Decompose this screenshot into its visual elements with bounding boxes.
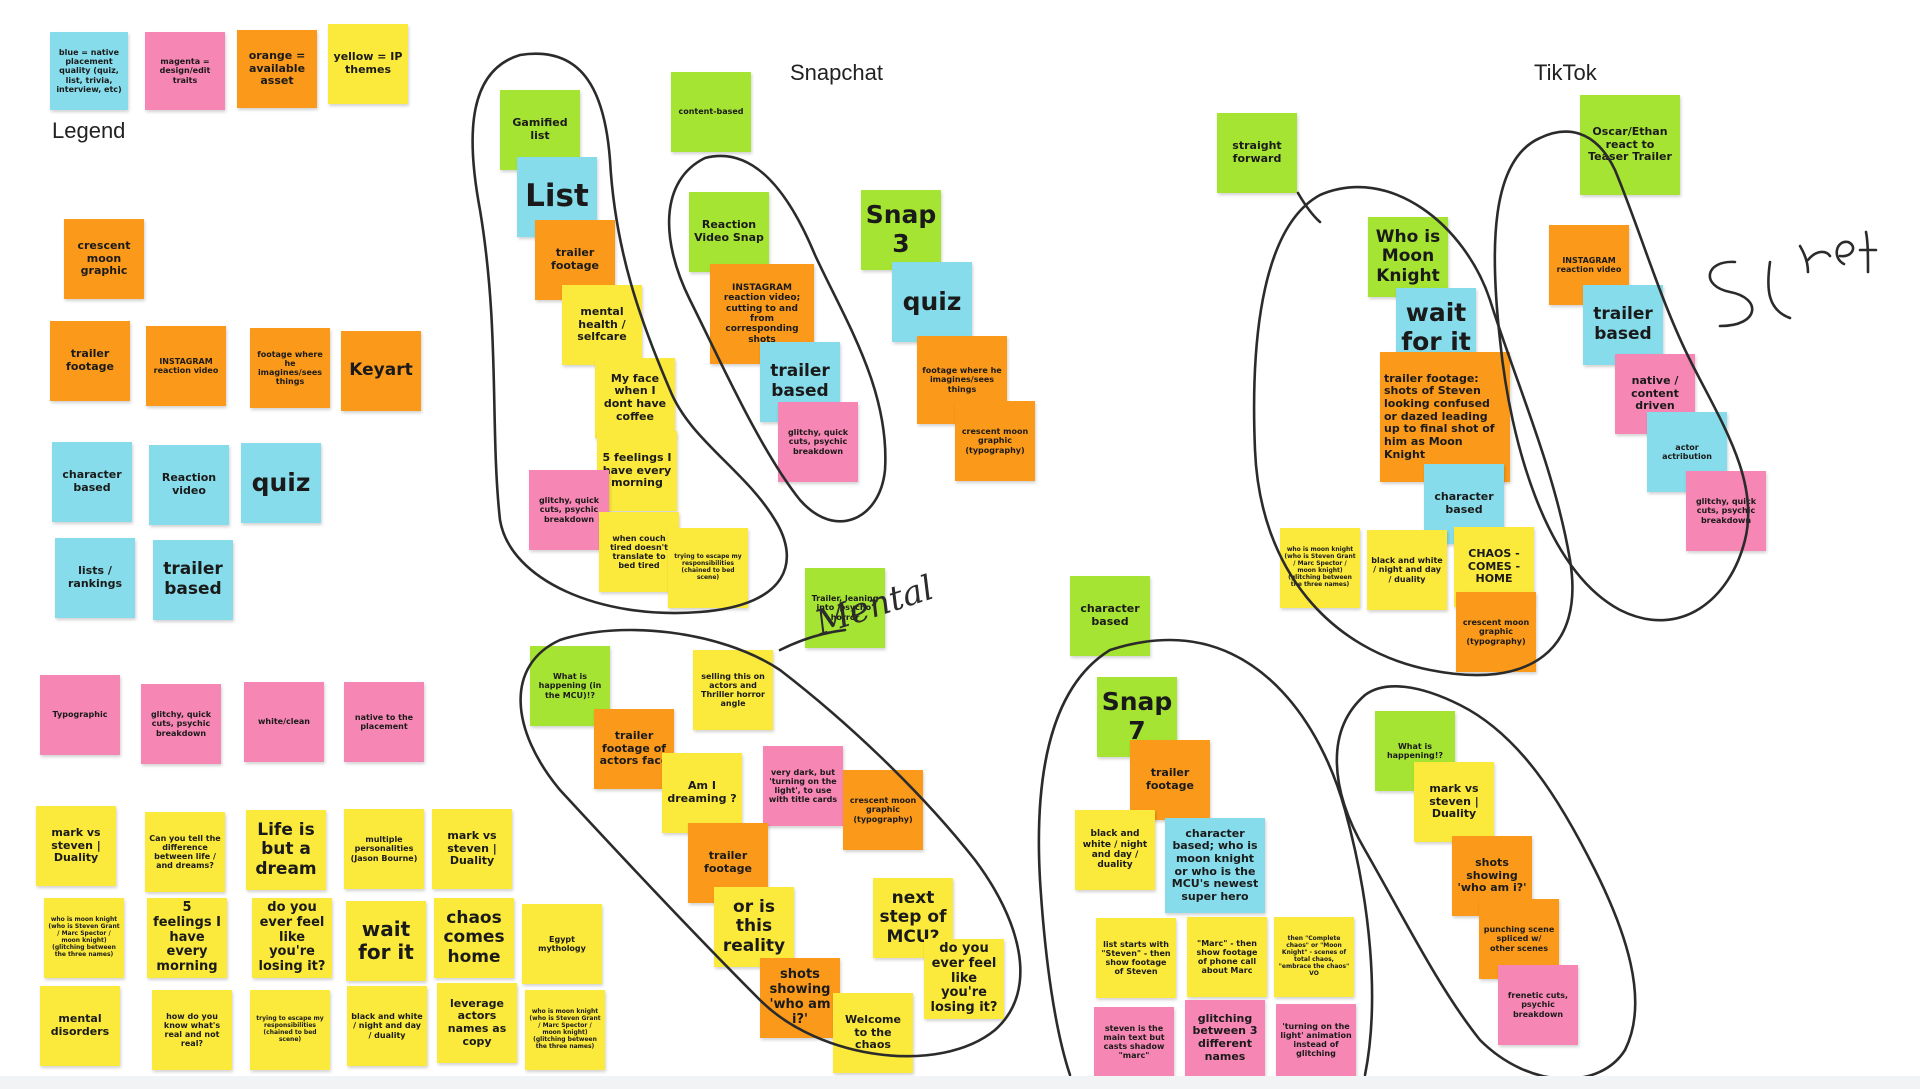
sticky-note[interactable]: INSTAGRAM reaction video [146,326,226,406]
sticky-note[interactable]: frenetic cuts, psychic breakdown [1498,965,1578,1045]
sticky-note[interactable]: mental health / selfcare [562,285,642,365]
sticky-note[interactable]: how do you know what's real and not real… [152,990,232,1070]
sticky-note[interactable]: Am I dreaming ? [662,753,742,833]
sticky-note[interactable]: mark vs steven | Duality [1414,762,1494,842]
tiktok-moon-knight-lasso [1252,185,1574,677]
sticky-note[interactable]: Can you tell the difference between life… [145,812,225,892]
sticky-note[interactable]: list starts with "Steven" - then show fo… [1096,918,1176,998]
sl-ref-annotation: SL ref [1705,254,1855,329]
sticky-note[interactable]: do you ever feel like you're losing it? [924,939,1004,1019]
sticky-note[interactable]: Typographic [40,675,120,755]
sticky-note[interactable]: Gamified list [500,90,580,170]
sticky-note[interactable]: steven is the main text but casts shadow… [1094,1007,1174,1077]
sticky-note[interactable]: straight forward [1217,113,1297,193]
sticky-note[interactable]: glitchy, quick cuts, psychic breakdown [141,684,221,764]
sticky-note[interactable]: then "Complete chaos" or "Moon Knight" -… [1274,917,1354,997]
sl-ref-annotation-strokes [1708,230,1878,328]
sticky-note[interactable]: footage where he imagines/sees things [250,328,330,408]
sticky-note[interactable]: black and white / night and day / dualit… [1367,530,1447,610]
sticky-note[interactable]: Reaction Video Snap [689,192,769,272]
sticky-note[interactable]: crescent moon graphic (typography) [955,401,1035,481]
sticky-note[interactable]: black and white / night and day / dualit… [347,986,427,1066]
mental-annotation: Mental [809,568,938,644]
mental-arrow-stroke [778,628,847,652]
sticky-note[interactable]: do you ever feel like you're losing it? [252,898,332,978]
snapchat-list-lasso [471,52,789,615]
sticky-note[interactable]: quiz [241,443,321,523]
sticky-note[interactable]: trying to escape my responsibilities (ch… [668,528,748,608]
sticky-note[interactable]: glitchy, quick cuts, psychic breakdown [1686,471,1766,551]
sticky-note[interactable]: "Marc" - then show footage of phone call… [1187,917,1267,997]
sticky-note[interactable]: leverage actors names as copy [437,983,517,1063]
legend-heading: Legend [52,118,126,143]
sticky-note[interactable]: Who is Moon Knight [1368,217,1448,297]
sticky-note[interactable]: character based [52,442,132,522]
sticky-note[interactable]: Reaction video [149,445,229,525]
sticky-note[interactable]: who is moon knight (who is Steven Grant … [44,898,124,978]
sticky-note[interactable]: multiple personalities (Jason Bourne) [344,809,424,889]
legend-note-orange[interactable]: orange = available asset [237,30,317,108]
connector-stroke [1296,191,1322,224]
sticky-note[interactable]: Life is but a dream [246,810,326,890]
sticky-note[interactable]: Welcome to the chaos [833,993,913,1073]
snapchat-reaction-lasso [667,154,887,523]
legend-note-blue[interactable]: blue = native placement quality (quiz, l… [50,32,128,110]
sticky-note[interactable]: trailer based [153,540,233,620]
sticky-note[interactable]: who is moon knight (who is Steven Grant … [525,990,605,1070]
sticky-note[interactable]: mark vs steven | Duality [36,806,116,886]
sticky-note[interactable]: very dark, but 'turning on the light', t… [763,746,843,826]
sticky-note[interactable]: shots showing 'who am i?' [760,958,840,1038]
sticky-note[interactable]: trailer footage [50,321,130,401]
sticky-note[interactable]: when couch tired doesn't translate to be… [599,512,679,592]
sticky-note[interactable]: wait for it [346,901,426,981]
sticky-note[interactable]: white/clean [244,682,324,762]
sticky-note[interactable]: glitchy, quick cuts, psychic breakdown [778,402,858,482]
sticky-note[interactable]: quiz [892,262,972,342]
legend-note-yellow[interactable]: yellow = IP themes [328,24,408,104]
sticky-note[interactable]: crescent moon graphic (typography) [843,770,923,850]
snapchat-heading: Snapchat [790,60,883,85]
sticky-note[interactable]: crescent moon graphic [64,219,144,299]
sticky-note[interactable]: Snap 3 [861,190,941,270]
sticky-note[interactable]: selling this on actors and Thriller horr… [693,650,773,730]
sticky-note[interactable]: My face when I dont have coffee [595,358,675,438]
tiktok-bottom-lasso [1335,685,1637,1081]
sticky-note[interactable]: mental disorders [40,986,120,1066]
sticky-note[interactable]: chaos comes home [434,898,514,978]
sticky-note[interactable]: lists / rankings [55,538,135,618]
footer-strip [0,1076,1920,1089]
sticky-note[interactable]: trying to escape my responsibilities (ch… [250,990,330,1070]
sticky-note[interactable]: trailer footage [1130,740,1210,820]
sticky-note[interactable]: Egypt mythology [522,904,602,984]
sticky-note[interactable]: 5 feelings I have every morning [147,898,227,978]
tiktok-heading: TikTok [1534,60,1597,85]
legend-note-magenta[interactable]: magenta = design/edit traits [145,32,225,110]
sticky-note[interactable]: glitching between 3 different names [1185,1000,1265,1076]
sticky-note[interactable]: who is moon knight (who is Steven Grant … [1280,528,1360,608]
sticky-note[interactable]: native to the placement [344,682,424,762]
sticky-note[interactable]: shots showing 'who am i?' [1452,836,1532,916]
sticky-note[interactable]: 'turning on the light' animation instead… [1276,1004,1356,1076]
sticky-note[interactable]: 5 feelings I have every morning [597,431,677,511]
mental-horror-lasso [519,628,1022,1058]
sticky-note[interactable]: Keyart [341,331,421,411]
snapchat-character-lasso [1037,638,1374,1077]
sticky-note[interactable]: character based; who is moon knight or w… [1165,818,1265,913]
sticky-note[interactable]: trailer footage of actors face [594,709,674,789]
sticky-note[interactable]: mark vs steven | Duality [432,809,512,889]
sticky-note[interactable]: glitchy, quick cuts, psychic breakdown [529,470,609,550]
sticky-note[interactable]: content-based [671,72,751,152]
sticky-note[interactable]: trailer footage: shots of Steven looking… [1380,352,1510,482]
sticky-note[interactable]: or is this reality [714,887,794,967]
sticky-note[interactable]: black and white / night and day / dualit… [1075,810,1155,890]
tiktok-reaction-lasso [1493,130,1750,622]
sticky-note[interactable]: crescent moon graphic (typography) [1456,592,1536,672]
sticky-note[interactable]: trailer based [1583,285,1663,365]
